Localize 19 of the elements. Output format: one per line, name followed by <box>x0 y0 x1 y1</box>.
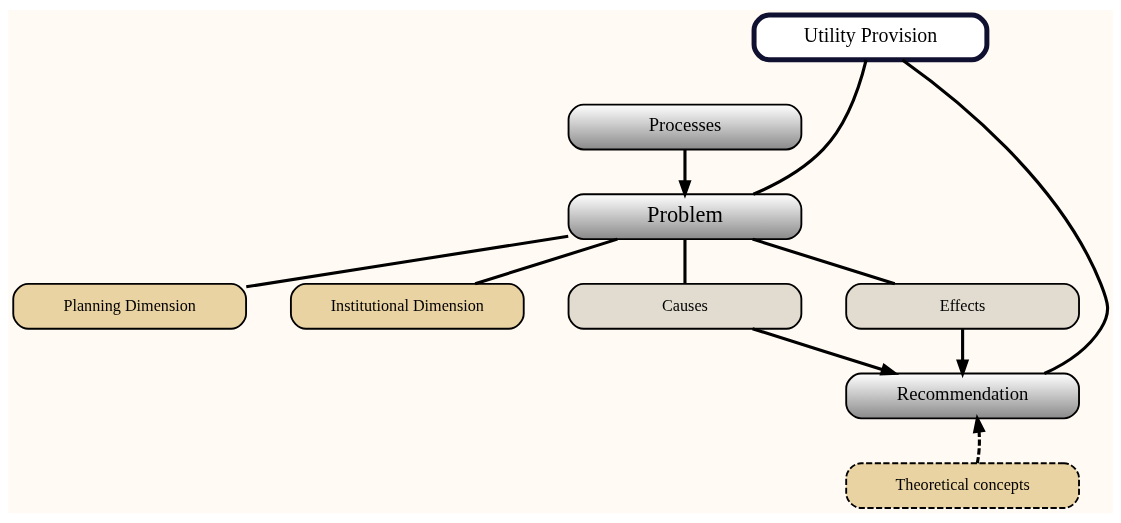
arrow <box>678 149 692 199</box>
connector <box>752 237 896 286</box>
node-box: Planning Dimension <box>12 282 247 330</box>
node-box: Institutional Dimension <box>289 282 525 330</box>
connector <box>683 239 687 284</box>
arrow <box>972 414 986 464</box>
node-box: Processes <box>567 103 803 151</box>
node-box: Utility Provision <box>751 12 990 63</box>
connector <box>901 58 1110 375</box>
node-box: Recommendation <box>845 372 1080 420</box>
arrow <box>956 329 970 379</box>
arrow <box>752 327 900 376</box>
node-box: Problem <box>567 193 803 241</box>
connector <box>752 59 868 196</box>
node-box: Theoretical concepts <box>845 462 1080 509</box>
node-box: Causes <box>567 282 803 330</box>
node-box: Effects <box>845 282 1080 330</box>
connector <box>474 237 618 286</box>
connector <box>246 234 569 289</box>
